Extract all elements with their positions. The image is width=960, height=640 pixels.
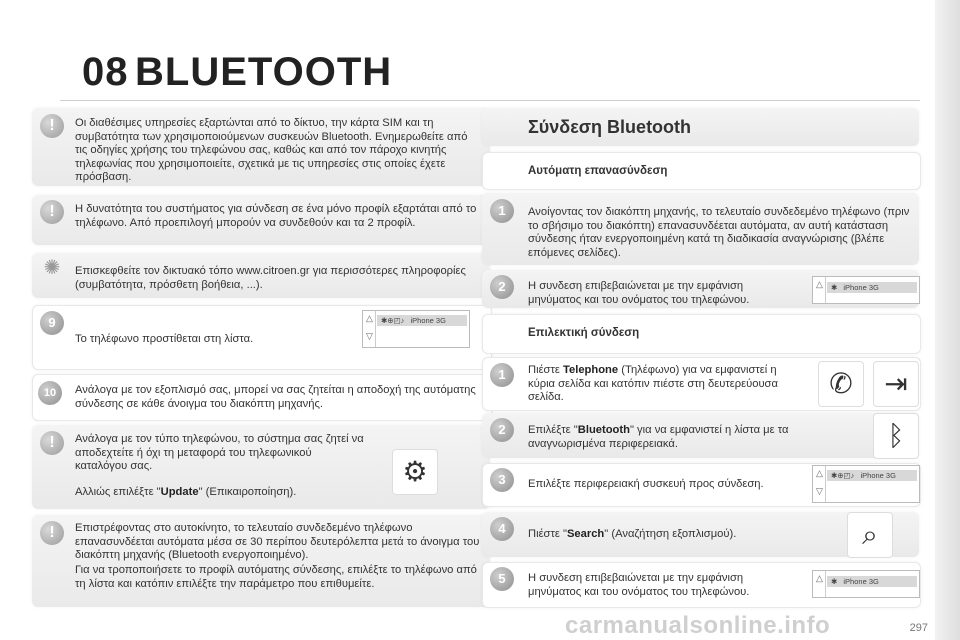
step-9-text: Το τηλέφωνο προστίθεται στη λίστα. bbox=[75, 333, 254, 345]
secondary-page-icon: ⇥ bbox=[873, 361, 919, 407]
note-profile-text: Η δυνατότητα του συστήματος για σύνδεση … bbox=[75, 203, 477, 229]
step-10-text: Ανάλογα με τον εξοπλισμό σας, μπορεί να … bbox=[75, 384, 476, 410]
auto-step-1-text: Ανοίγοντας τον διακόπτη μηχανής, το τελε… bbox=[528, 206, 910, 259]
bluetooth-icon: ᛒ bbox=[873, 413, 919, 459]
step-badge: 9 bbox=[40, 311, 64, 335]
tip-text: Επισκεφθείτε τον δικτυακό τόπο www.citro… bbox=[75, 265, 466, 291]
page-side-strip bbox=[935, 0, 960, 640]
manual-step-4-block bbox=[482, 512, 919, 557]
note-update-text: Αλλιώς επιλέξτε "Update" (Επικαιροποίηση… bbox=[75, 486, 297, 498]
manual-heading-block bbox=[482, 314, 921, 354]
note-services-text: Οι διαθέσιμες υπηρεσίες εξαρτώνται από τ… bbox=[75, 117, 468, 183]
chapter-number: 08 bbox=[82, 50, 129, 94]
manual-step-4-text: Πιέστε "Search" (Αναζήτηση εξοπλισμού). bbox=[528, 528, 737, 540]
manual-connect-heading: Επιλεκτική σύνδεση bbox=[528, 327, 640, 339]
step-badge: 10 bbox=[38, 381, 62, 405]
note-reconnect-text: Επιστρέφοντας στο αυτοκίνητο, το τελευτα… bbox=[75, 522, 480, 561]
auto-step-1-block bbox=[482, 193, 919, 265]
manual-step-2-block bbox=[482, 413, 919, 458]
device-list-screen: △▽ ✱⊕◰♪ iPhone 3G bbox=[812, 465, 920, 503]
step-badge: 5 bbox=[490, 567, 514, 591]
search-device-icon: ⌕ bbox=[847, 512, 893, 558]
step-badge: 1 bbox=[490, 199, 514, 223]
phone-list-screen: △▽ ✱⊕◰♪ iPhone 3G bbox=[362, 310, 470, 348]
header-divider bbox=[60, 100, 920, 101]
page-title: BLUETOOTH bbox=[135, 50, 393, 94]
auto-step-2-text: Η συνδεση επιβεβαιώνεται με την εμφάνιση… bbox=[528, 280, 750, 306]
auto-reconnect-heading: Αυτόματη επανασύνδεση bbox=[528, 165, 668, 177]
watermark-text: carmanualsonline.info bbox=[565, 612, 831, 639]
note-phonebook-text: Ανάλογα με τον τύπο τηλεφώνου, το σύστημ… bbox=[75, 433, 364, 472]
warning-icon: ! bbox=[40, 521, 64, 545]
tip-sun-icon: ✺ bbox=[43, 257, 61, 279]
connection-confirm-screen-2: △ ✱ iPhone 3G bbox=[812, 570, 920, 598]
step-badge: 4 bbox=[490, 517, 514, 541]
page-number: 297 bbox=[909, 622, 928, 634]
note-modify-profile-text: Για να τροποποιήσετε το προφίλ αυτόματης… bbox=[75, 564, 477, 590]
step-badge: 2 bbox=[490, 418, 514, 442]
note-block-profile bbox=[32, 195, 490, 245]
phonebook-update-icon: ⚙ bbox=[392, 449, 438, 495]
phone-name-label: iPhone 3G bbox=[410, 316, 446, 325]
section-title: Σύνδεση Bluetooth bbox=[528, 117, 692, 137]
telephone-icon: ✆ bbox=[818, 361, 864, 407]
step-10-block bbox=[32, 374, 492, 421]
note-block-services bbox=[32, 108, 490, 186]
step-badge: 3 bbox=[490, 468, 514, 492]
warning-icon: ! bbox=[40, 431, 64, 455]
manual-step-1-text: Πιέστε Telephone (Τηλέφωνο) για να εμφαν… bbox=[528, 364, 778, 403]
manual-step-2-text: Επιλέξτε "Bluetooth" για να εμφανιστεί η… bbox=[528, 424, 789, 450]
tip-block bbox=[32, 253, 490, 298]
connection-confirm-screen: △ ✱ iPhone 3G bbox=[812, 276, 920, 304]
step-badge: 2 bbox=[490, 275, 514, 299]
warning-icon: ! bbox=[40, 200, 64, 224]
section-title-block bbox=[482, 108, 919, 146]
manual-step-5-text: Η συνδεση επιβεβαιώνεται με την εμφάνιση… bbox=[528, 572, 750, 598]
auto-heading-block bbox=[482, 152, 921, 190]
step-badge: 1 bbox=[490, 363, 514, 387]
warning-icon: ! bbox=[40, 114, 64, 138]
manual-step-3-text: Επιλέξτε περιφερειακή συσκευή προς σύνδε… bbox=[528, 478, 764, 490]
note-block-reconnect bbox=[32, 515, 490, 607]
